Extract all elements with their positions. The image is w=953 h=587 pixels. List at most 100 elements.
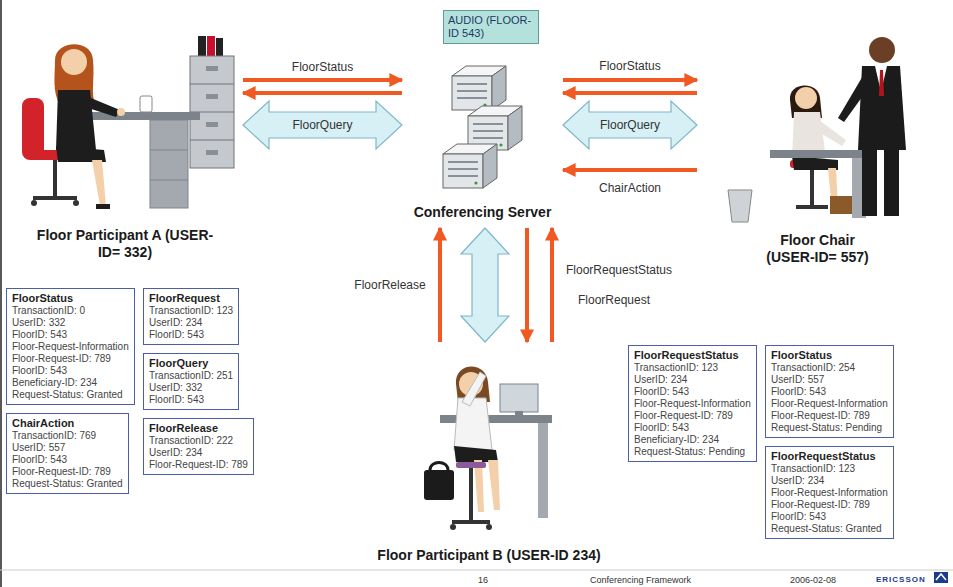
slide-border: [0, 0, 2, 587]
node-label: Floor Participant A (USER-ID= 332): [35, 227, 215, 261]
channel-arrow: [563, 101, 697, 149]
message-arrow: [438, 228, 442, 342]
message-field: FloorID: 543: [149, 329, 233, 341]
server-figure: [443, 66, 522, 188]
message-field: FloorID: 543: [12, 329, 129, 341]
message-field: Floor-Request-Information: [771, 398, 888, 410]
message-field: UserID: 234: [634, 374, 751, 386]
message-field: Floor-Request-Information: [771, 487, 888, 499]
message-arrow: [563, 78, 697, 82]
node-label: Floor Participant B (USER-ID 234): [358, 547, 620, 564]
message-field: TransactionID: 769: [12, 430, 123, 442]
message-box: FloorRequestStatusTransactionID: 123User…: [628, 345, 757, 462]
message-field: TransactionID: 222: [149, 435, 248, 447]
server-figure: Conferencing Server: [405, 58, 560, 225]
channel-arrow: [243, 101, 402, 149]
footer-text: Conferencing Framework: [590, 575, 691, 586]
message-box: FloorStatusTransactionID: 254UserID: 557…: [765, 345, 894, 438]
message-box: FloorStatusTransactionID: 0UserID: 332Fl…: [6, 288, 135, 405]
message-field: Floor-Request-ID: 789: [771, 410, 888, 422]
message-arrow: [243, 91, 402, 95]
footer-rule: [0, 570, 953, 571]
message-title: FloorRelease: [149, 422, 248, 435]
message-title: FloorStatus: [12, 292, 129, 305]
message-field: Floor-Request-ID: 789: [771, 499, 888, 511]
floor-chair-figure: [728, 37, 906, 222]
arrow-label: FloorRelease: [352, 278, 427, 292]
message-field: UserID: 332: [149, 382, 233, 394]
message-field: UserID: 234: [771, 475, 888, 487]
participant-b-figure: [424, 366, 552, 530]
message-box: ChairActionTransactionID: 769UserID: 557…: [6, 413, 129, 494]
message-field: Floor-Request-ID: 789: [12, 353, 129, 365]
message-field: Request-Status: Granted: [12, 389, 129, 401]
node-label: Conferencing Server: [405, 204, 560, 221]
footer-text: 16: [478, 575, 488, 586]
logo-mark: [934, 572, 948, 583]
floor-box: AUDIO (FLOOR-ID 543): [443, 10, 539, 44]
arrow-label: FloorStatus: [597, 59, 662, 73]
participant-figure: Floor Participant A (USER-ID= 332): [10, 15, 240, 270]
message-field: TransactionID: 254: [771, 362, 888, 374]
message-box: FloorReleaseTransactionID: 222UserID: 23…: [143, 418, 254, 475]
message-field: Request-Status: Pending: [771, 422, 888, 434]
message-title: FloorQuery: [149, 357, 233, 370]
message-field: UserID: 234: [149, 317, 233, 329]
message-field: Floor-Request-Information: [12, 341, 129, 353]
arrow-label: FloorStatus: [290, 60, 355, 74]
message-field: UserID: 557: [771, 374, 888, 386]
message-title: FloorRequestStatus: [634, 349, 751, 362]
message-field: FloorID: 543: [634, 386, 751, 398]
message-field: UserID: 332: [12, 317, 129, 329]
message-box: FloorRequestStatusTransactionID: 123User…: [765, 446, 894, 539]
message-field: FloorID: 543: [12, 365, 129, 377]
message-field: Request-Status: Granted: [771, 523, 888, 535]
logo-text: ERICSSON: [876, 574, 926, 585]
message-field: Floor-Request-Information: [634, 398, 751, 410]
node-label: Floor Chair (USER-ID= 557): [755, 232, 880, 266]
logo-mark: [936, 574, 946, 580]
footer-text: 2006-02-08: [790, 575, 836, 586]
message-field: FloorID: 543: [149, 394, 233, 406]
floor-label: AUDIO (FLOOR-ID 543): [448, 14, 534, 40]
message-field: Floor-Request-ID: 789: [12, 466, 123, 478]
message-field: FloorID: 543: [771, 386, 888, 398]
message-field: Floor-Request-ID: 789: [149, 459, 248, 471]
participant-a-figure: [22, 36, 234, 209]
message-field: FloorID: 543: [12, 454, 123, 466]
message-field: Beneficiary-ID: 234: [12, 377, 129, 389]
message-field: TransactionID: 251: [149, 370, 233, 382]
arrow-label: FloorRequestStatus: [564, 263, 674, 277]
message-field: TransactionID: 123: [771, 463, 888, 475]
message-arrow: [563, 91, 697, 95]
message-field: Request-Status: Pending: [634, 446, 751, 458]
chair-figure: Floor Chair (USER-ID= 557): [700, 10, 945, 275]
arrow-label: FloorRequest: [576, 293, 652, 307]
message-field: UserID: 557: [12, 442, 123, 454]
message-arrow: [243, 78, 402, 82]
channel-arrow: [461, 228, 509, 342]
message-field: FloorID: 543: [634, 422, 751, 434]
message-title: ChairAction: [12, 417, 123, 430]
message-field: Beneficiary-ID: 234: [634, 434, 751, 446]
message-field: UserID: 234: [149, 447, 248, 459]
message-field: TransactionID: 123: [634, 362, 751, 374]
arrow-label: ChairAction: [597, 181, 663, 195]
message-title: FloorRequest: [149, 292, 233, 305]
message-title: FloorRequestStatus: [771, 450, 888, 463]
message-box: FloorQueryTransactionID: 251UserID: 332F…: [143, 353, 239, 410]
message-field: Request-Status: Granted: [12, 478, 123, 490]
message-arrow: [550, 228, 554, 342]
message-arrow: [563, 168, 697, 172]
participant-figure: Floor Participant B (USER-ID 234): [358, 345, 620, 567]
message-field: TransactionID: 123: [149, 305, 233, 317]
message-box: FloorRequestTransactionID: 123UserID: 23…: [143, 288, 239, 345]
message-field: Floor-Request-ID: 789: [634, 410, 751, 422]
message-field: TransactionID: 0: [12, 305, 129, 317]
message-title: FloorStatus: [771, 349, 888, 362]
arrow-label: FloorQuery: [598, 118, 662, 132]
message-arrow: [525, 228, 529, 342]
arrow-label: FloorQuery: [290, 118, 354, 132]
message-field: FloorID: 543: [771, 511, 888, 523]
